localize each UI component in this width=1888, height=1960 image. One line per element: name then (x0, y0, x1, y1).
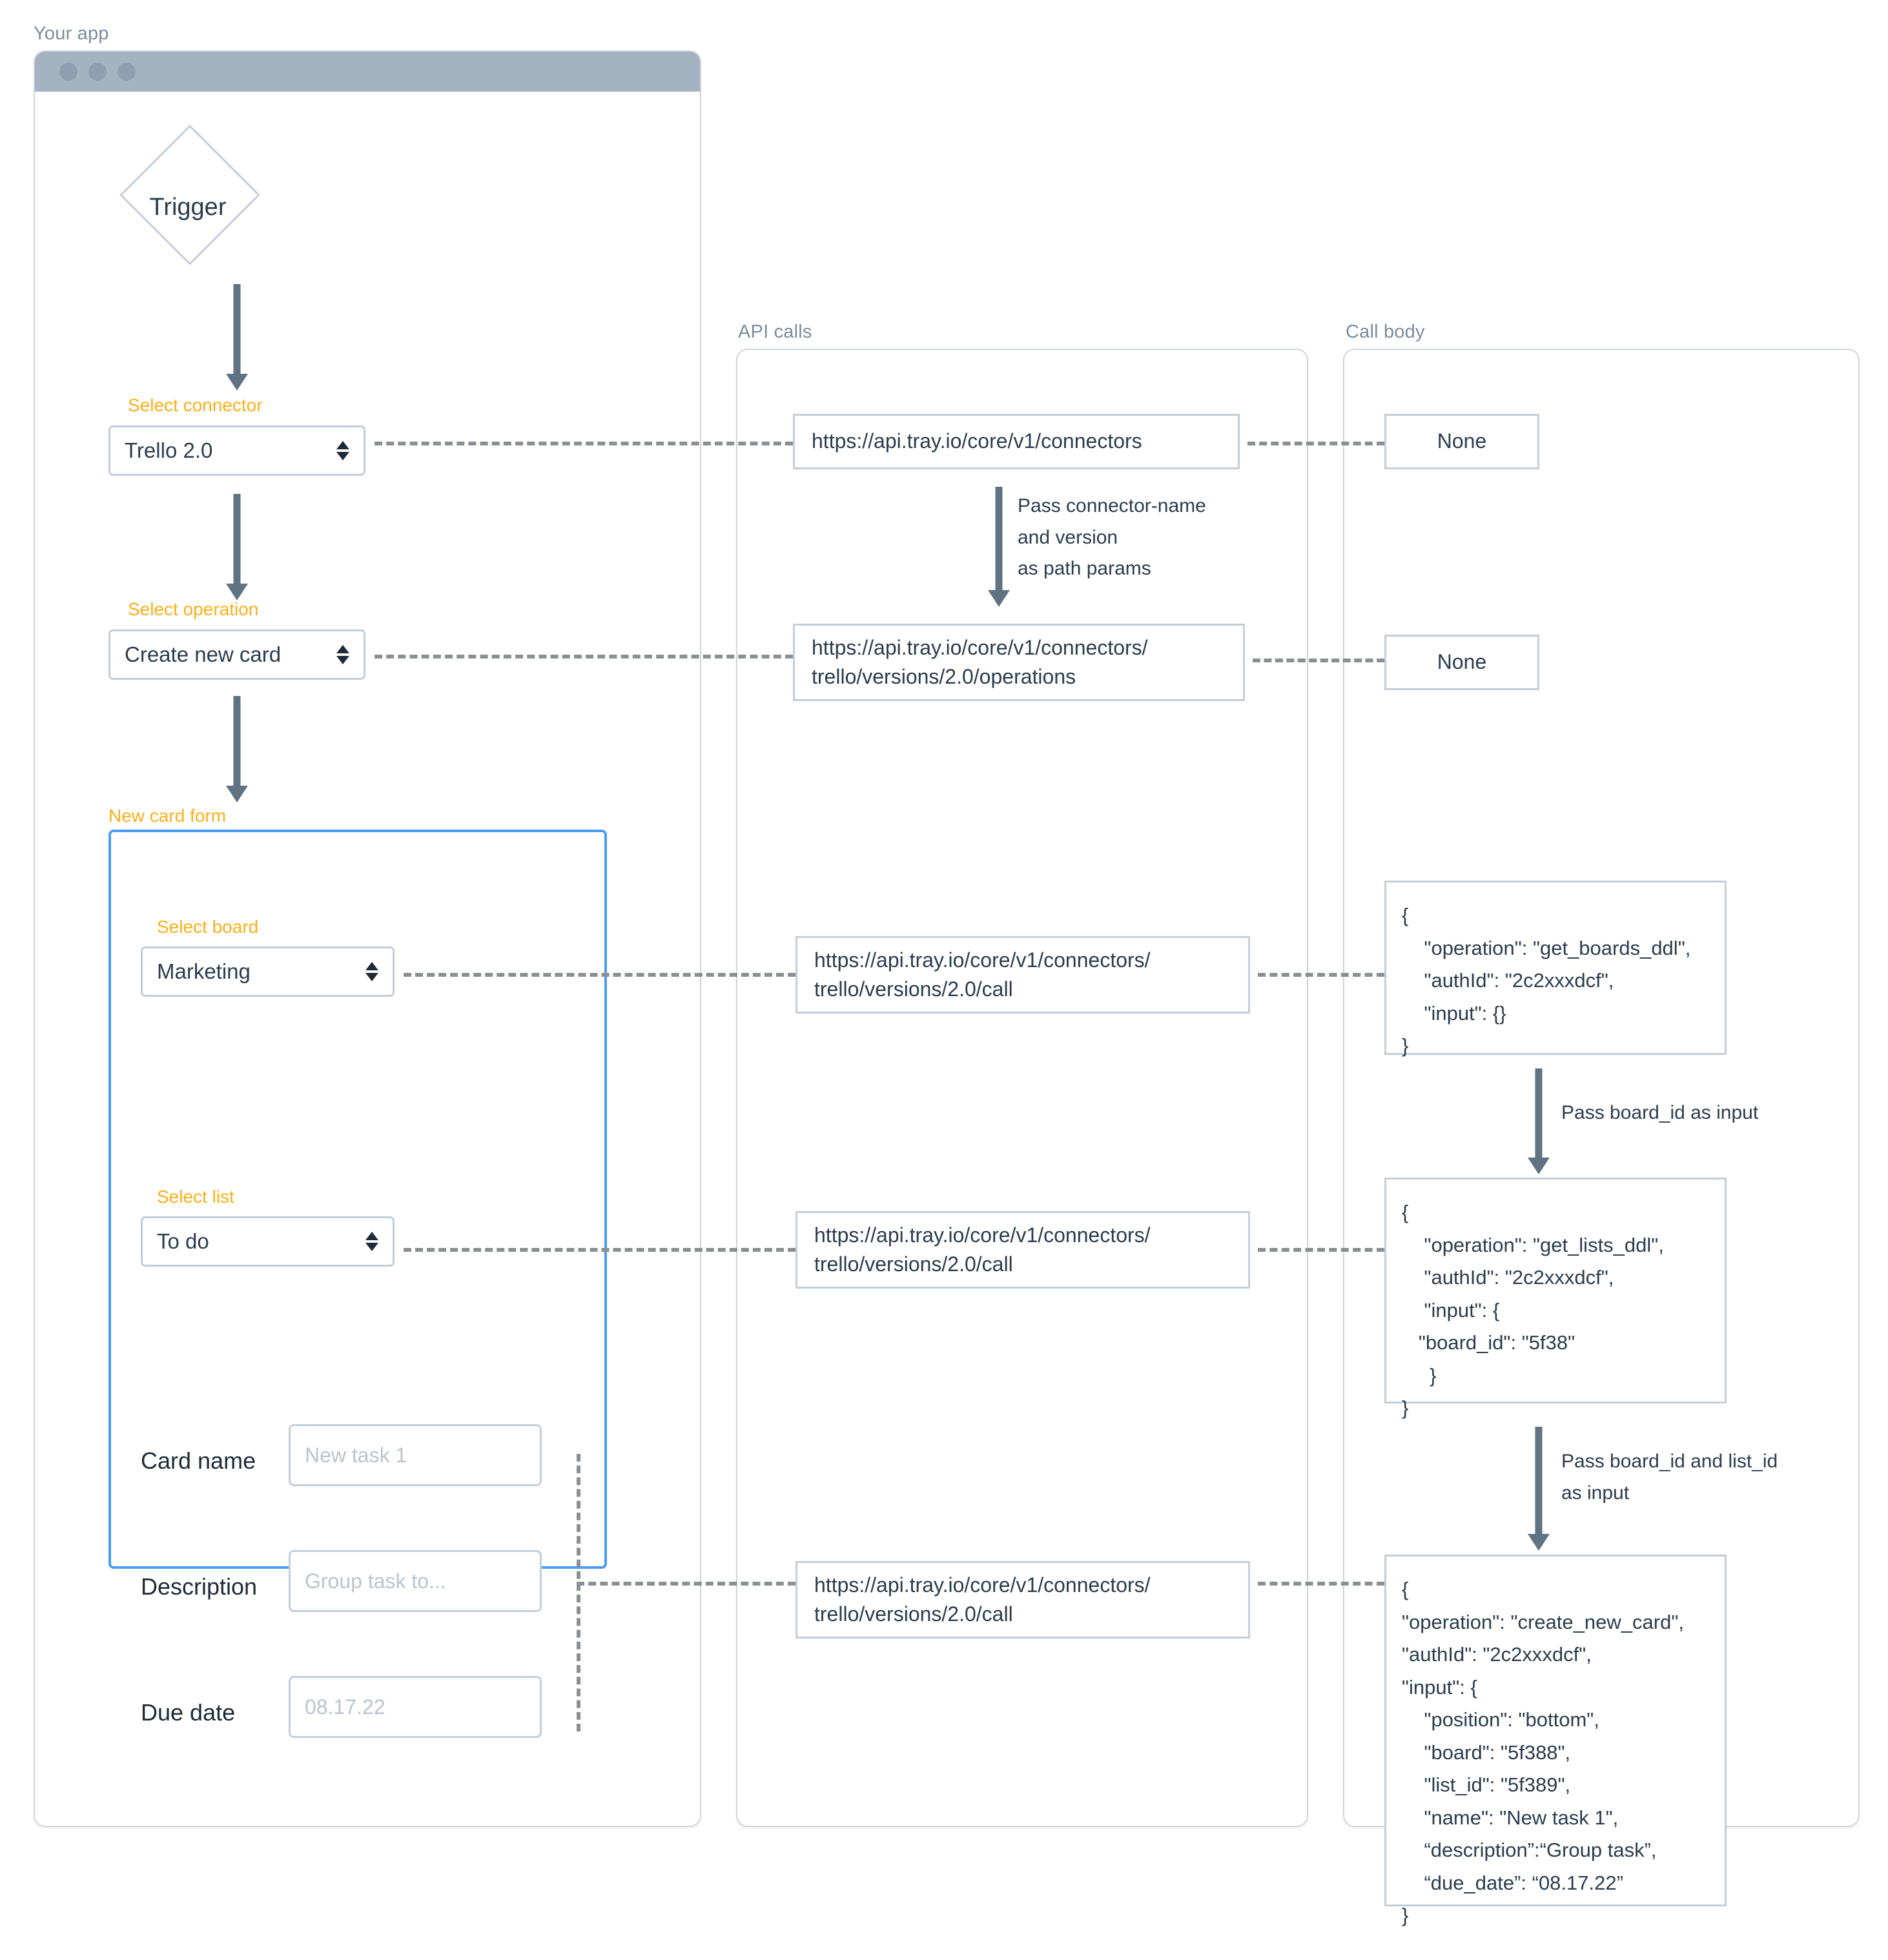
annotation-pass-board-and-list-id: Pass board_id and list_id as input (1561, 1451, 1778, 1504)
dash-api-call-list-to-body (1258, 1248, 1384, 1252)
api-call-box-operations: https://api.tray.io/core/v1/connectors/ … (793, 624, 1245, 701)
due-date-label: Due date (141, 1699, 236, 1726)
api-flow-arrow-connectors-to-operations (988, 487, 1010, 607)
select-list-label: Select list (157, 1187, 234, 1207)
window-dot-minimize-icon[interactable] (88, 63, 107, 81)
dash-operation-to-api-operations (375, 655, 793, 658)
window-titlebar (35, 52, 700, 92)
select-connector-dropdown[interactable]: Trello 2.0 (108, 425, 365, 476)
call-body-none-operations-value: None (1437, 650, 1487, 674)
due-date-placeholder: 08.17.22 (305, 1695, 385, 1719)
call-body-box-none-operations: None (1384, 635, 1539, 690)
select-connector-value: Trello 2.0 (125, 438, 213, 462)
panel-caption-call-body: Call body (1346, 322, 1425, 342)
select-board-dropdown[interactable]: Marketing (141, 946, 395, 997)
select-board-label: Select board (157, 917, 259, 937)
dash-connector-to-api-connectors (375, 442, 793, 445)
panel-caption-your-app: Your app (34, 23, 109, 44)
card-name-placeholder: New task 1 (305, 1443, 407, 1467)
new-card-form-label: New card form (108, 806, 227, 826)
annotation-pass-board-id: Pass board_id as input (1561, 1102, 1759, 1123)
trigger-label: Trigger (149, 194, 227, 221)
description-placeholder: Group task to... (305, 1569, 446, 1593)
chevron-updown-icon (365, 1229, 378, 1254)
dash-fields-collector (577, 1454, 580, 1731)
select-connector-label: Select connector (128, 395, 263, 415)
api-call-box-board: https://api.tray.io/core/v1/connectors/ … (795, 936, 1250, 1014)
api-call-operations-url: https://api.tray.io/core/v1/connectors/ … (812, 635, 1148, 688)
api-call-board-url: https://api.tray.io/core/v1/connectors/ … (814, 948, 1151, 1001)
select-list-dropdown[interactable]: To do (141, 1216, 395, 1267)
window-dot-close-icon[interactable] (59, 63, 77, 81)
chevron-updown-icon (336, 438, 349, 464)
description-input[interactable]: Group task to... (289, 1550, 542, 1612)
select-operation-dropdown[interactable]: Create new card (108, 629, 365, 680)
call-body-box-get-boards-ddl: { "operation": "get_boards_ddl", "authId… (1384, 881, 1727, 1057)
call-body-box-none-connectors: None (1384, 414, 1539, 469)
dash-list-to-api-call (404, 1248, 795, 1252)
api-call-box-list: https://api.tray.io/core/v1/connectors/ … (795, 1211, 1250, 1289)
chevron-updown-icon (336, 642, 349, 668)
dash-fields-to-api-call-create (577, 1582, 795, 1586)
api-call-create-url: https://api.tray.io/core/v1/connectors/ … (814, 1573, 1151, 1626)
call-body-create-new-card-json: { "operation": "create_new_card", "authI… (1402, 1578, 1684, 1927)
select-operation-label: Select operation (128, 599, 259, 619)
chevron-updown-icon (365, 959, 378, 985)
call-body-none-connectors-value: None (1437, 429, 1487, 453)
window-dot-maximize-icon[interactable] (118, 63, 136, 81)
flow-arrow-connector-to-operation (226, 494, 248, 600)
api-call-box-connectors: https://api.tray.io/core/v1/connectors (793, 414, 1240, 469)
dash-board-to-api-call (404, 973, 795, 977)
panel-caption-api-calls: API calls (738, 322, 812, 342)
flow-arrow-trigger-to-connector (226, 284, 248, 391)
select-board-value: Marketing (157, 959, 251, 983)
annotation-path-params: Pass connector-name and version as path … (1018, 495, 1206, 580)
call-body-arrow-board-id (1528, 1068, 1550, 1174)
due-date-input[interactable]: 08.17.22 (289, 1676, 542, 1738)
api-call-box-create: https://api.tray.io/core/v1/connectors/ … (795, 1561, 1250, 1638)
dash-api-operations-to-body (1253, 658, 1384, 662)
select-list-value: To do (157, 1229, 209, 1253)
card-name-label: Card name (141, 1447, 256, 1474)
api-call-connectors-url: https://api.tray.io/core/v1/connectors (812, 429, 1142, 453)
description-label: Description (141, 1573, 258, 1600)
call-body-box-get-lists-ddl: { "operation": "get_lists_ddl", "authId"… (1384, 1178, 1727, 1419)
call-body-arrow-board-list-id (1528, 1427, 1550, 1551)
select-operation-value: Create new card (125, 642, 282, 666)
call-body-box-create-new-card: { "operation": "create_new_card", "authI… (1384, 1555, 1727, 1926)
card-name-input[interactable]: New task 1 (289, 1424, 542, 1486)
call-body-get-lists-ddl-json: { "operation": "get_lists_ddl", "authId"… (1402, 1201, 1664, 1420)
call-body-get-boards-ddl-json: { "operation": "get_boards_ddl", "authId… (1402, 904, 1691, 1057)
api-call-list-url: https://api.tray.io/core/v1/connectors/ … (814, 1223, 1151, 1276)
dash-api-connectors-to-body (1247, 442, 1384, 445)
dash-api-call-board-to-body (1258, 973, 1384, 977)
dash-api-call-create-to-body (1258, 1582, 1384, 1586)
flow-arrow-operation-to-form (226, 696, 248, 802)
